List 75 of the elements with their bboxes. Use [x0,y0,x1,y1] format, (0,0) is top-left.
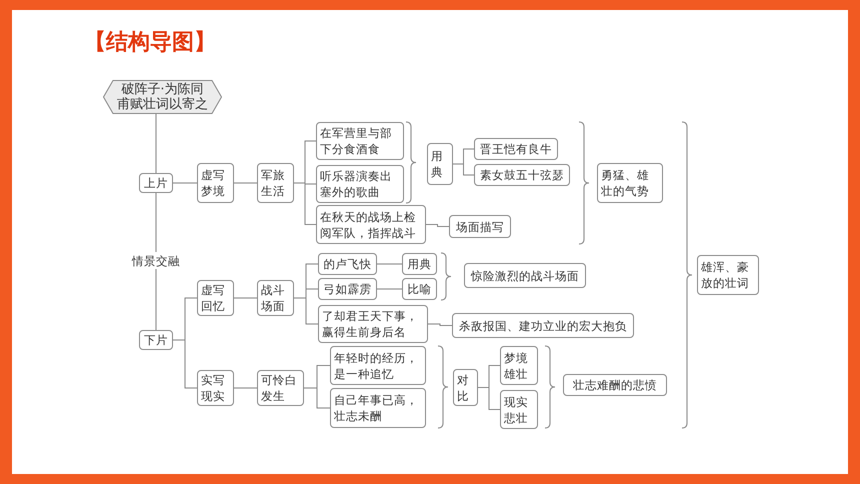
text-box [318,305,428,343]
connector-line [234,182,258,184]
box-text: 弓如霹雳 [322,281,372,297]
connector-line [426,224,450,227]
text-box [316,122,404,160]
annotation-text: 情景交融 [132,252,180,268]
text-box [139,173,173,193]
box-text: 的卢飞快 [322,256,372,272]
text-box [427,143,453,185]
text-box [697,255,759,295]
text-box [197,280,234,316]
text-box [316,165,404,203]
connector-line [294,298,318,324]
box-text: 下片 [143,332,169,348]
text-box [318,278,377,300]
text-box [197,163,234,203]
text-box [402,253,437,275]
box-text: 比喻 [406,281,432,297]
connector-line [172,182,198,184]
connector-line [452,164,474,176]
box-text: 梦境雄壮 [503,350,529,382]
text-box [330,346,426,385]
text-box [139,330,173,350]
box-text: 可怜白发生 [260,372,298,404]
box-text: 年轻时的经历，是一种追忆 [333,350,419,382]
box-text: 壮志难酬的悲愤 [572,377,658,393]
box-text: 在秋天的战场上检阅军队，指挥战斗 [319,208,417,240]
text-box [330,388,426,428]
box-text: 用典 [430,148,444,180]
box-text: 场面描写 [455,218,505,234]
text-box [500,346,538,385]
text-box [318,253,377,275]
text-box [257,163,294,203]
box-text: 在军营里与部下分食酒食 [319,125,393,157]
text-box [257,280,294,316]
text-box [474,138,558,160]
box-text: 虚写梦境 [200,167,226,199]
box-text: 用典 [406,256,432,272]
box-text: 听乐器演奏出塞外的歌曲 [319,168,393,200]
box-text: 对比 [456,372,470,404]
box-text: 实写现实 [200,372,226,404]
box-text: 现实悲壮 [503,394,529,426]
connector-line [304,388,330,408]
text-box [500,390,538,429]
text-box [474,164,570,186]
title-hexagon [103,80,222,114]
connector-line [428,324,452,326]
page-title: 【结构导图】 [84,29,216,57]
text-box [563,374,667,396]
box-text: 杀敌报国、建功立业的宏大抱负 [458,318,628,334]
text-box [197,370,234,406]
text-box [597,163,663,203]
box-text: 军旅生活 [260,167,286,199]
box-text: 雄浑、豪放的壮词 [700,259,750,291]
text-box [453,369,478,406]
box-text: 勇猛、雄壮的气势 [600,167,650,199]
connector-line [294,182,316,225]
box-text: 惊险激烈的战斗场面 [470,268,580,284]
box-text: 晋王恺有良牛 [479,141,553,157]
connector-line [376,288,402,290]
box-text: 破阵子·为陈同甫赋壮词以寄之 [116,82,209,112]
box-text: 虚写回忆 [200,282,226,314]
connector-line [172,340,198,388]
box-text: 上片 [143,175,169,191]
text-box [402,278,437,300]
text-box [257,370,304,406]
connector-line [478,387,500,410]
text-box [452,313,634,338]
box-text: 战斗场面 [260,282,286,314]
text-box [449,215,511,238]
text-box [316,205,426,244]
text-box [464,263,586,288]
box-text: 素女鼓五十弦瑟 [479,167,565,183]
box-text: 了却君王天下事，赢得生前身后名 [321,308,419,340]
box-text: 自己年事已高，壮志未酬 [333,392,419,424]
